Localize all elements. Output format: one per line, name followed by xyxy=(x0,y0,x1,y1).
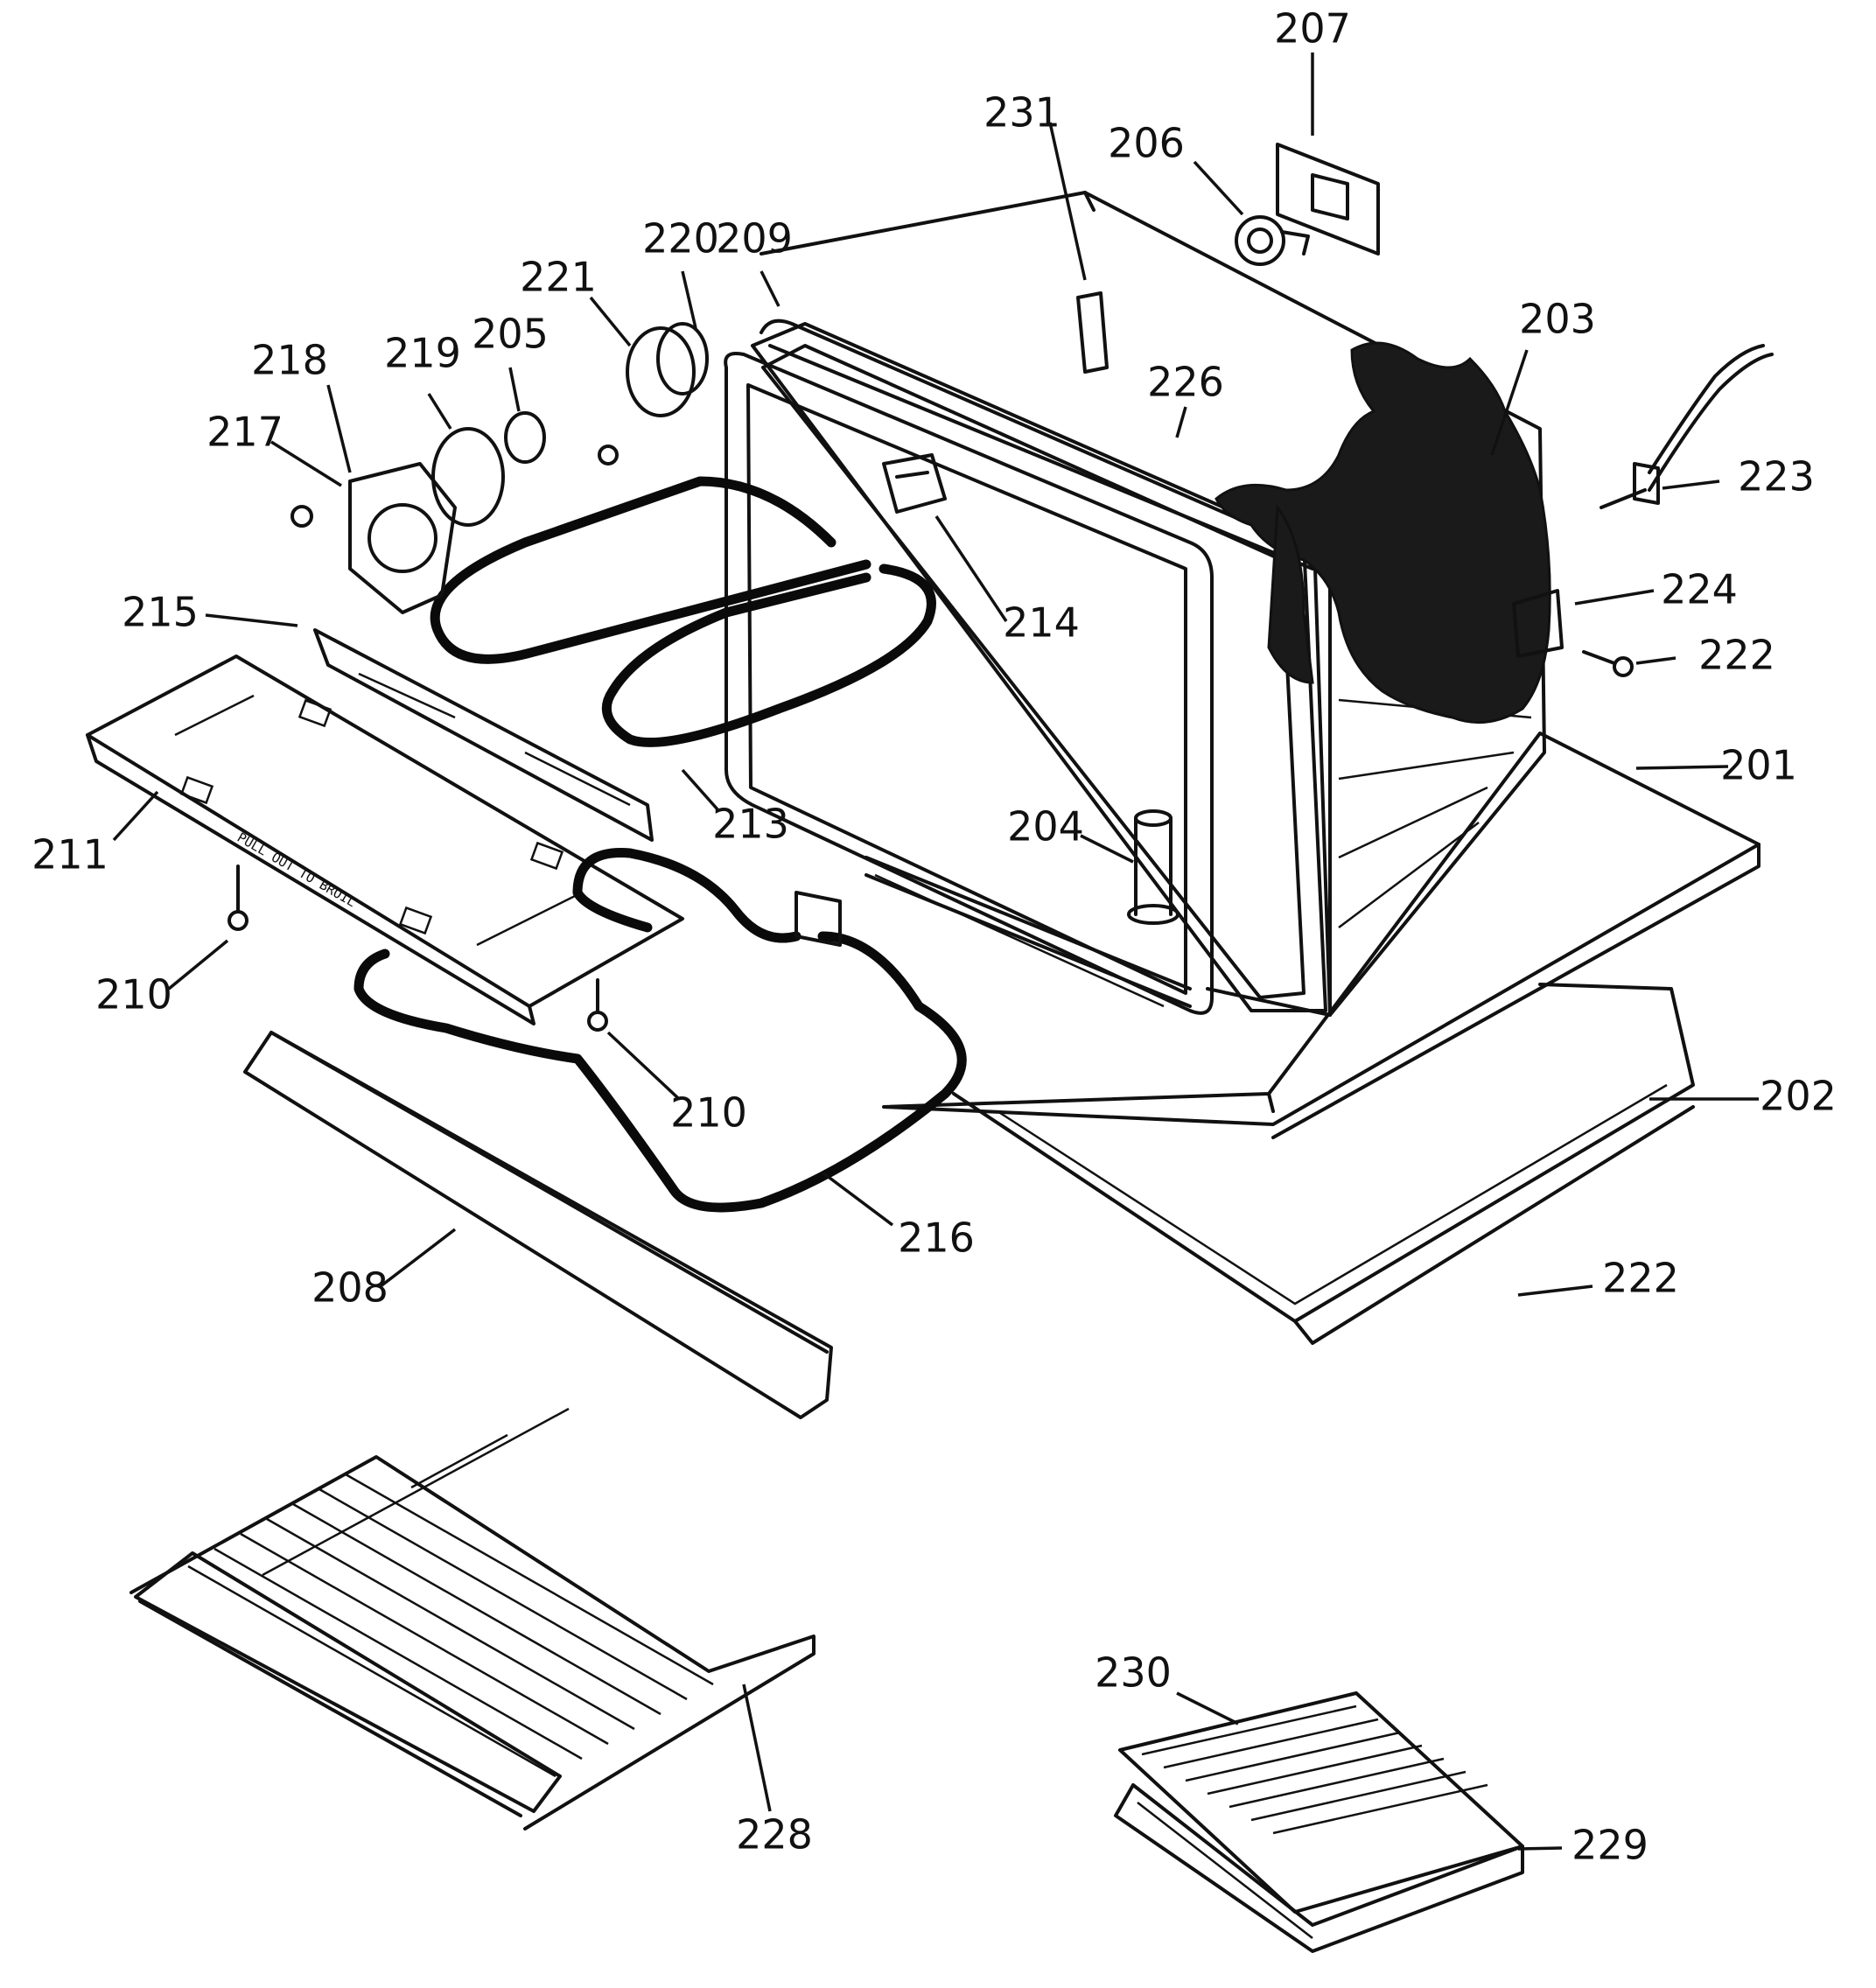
lens-219 xyxy=(431,427,505,527)
drawer-floor-202 xyxy=(952,983,1695,1345)
clip-224 xyxy=(1512,589,1564,658)
screw-217 xyxy=(290,505,313,528)
label-209: 209 xyxy=(716,215,793,262)
label-206: 206 xyxy=(1108,120,1185,167)
broiler-grid-230 xyxy=(1118,1691,1524,1914)
label-230: 230 xyxy=(1095,1649,1172,1697)
drawer-stamp: PULL OUT TO BROIL xyxy=(234,830,359,910)
label-231: 231 xyxy=(984,89,1060,136)
bottom-panel-201 xyxy=(882,732,1760,1139)
label-219: 219 xyxy=(384,330,461,377)
label-207: 207 xyxy=(1274,5,1351,52)
screw-221 xyxy=(598,444,619,466)
label-208: 208 xyxy=(312,1264,388,1312)
socket-220 xyxy=(626,322,709,417)
screw-222a xyxy=(1582,650,1634,677)
screw-210b xyxy=(587,978,608,1032)
leader-lines xyxy=(112,52,1759,1851)
terminal-block-214 xyxy=(882,453,947,514)
harness-223 xyxy=(1600,344,1774,509)
broil-element-216 xyxy=(354,848,967,1213)
drawer-panel-211: PULL OUT TO BROIL xyxy=(86,654,684,1026)
trim-215 xyxy=(313,628,654,842)
sensor-206 xyxy=(1235,215,1310,266)
label-205: 205 xyxy=(472,311,549,358)
label-221: 221 xyxy=(520,254,597,301)
bake-element-213 xyxy=(430,476,936,747)
label-204: 204 xyxy=(1007,803,1084,850)
label-203: 203 xyxy=(1519,296,1596,343)
label-210a: 210 xyxy=(95,971,172,1018)
label-220: 220 xyxy=(642,215,719,262)
label-222b: 222 xyxy=(1602,1255,1679,1302)
label-211: 211 xyxy=(32,831,108,878)
light-housing-218 xyxy=(348,462,457,614)
bulb-205 xyxy=(504,411,546,464)
label-217: 217 xyxy=(206,409,284,456)
bracket-207 xyxy=(1276,143,1380,256)
label-218: 218 xyxy=(251,337,328,384)
oven-rack-228 xyxy=(130,1407,816,1830)
oven-liner xyxy=(724,352,1214,1015)
label-202: 202 xyxy=(1760,1073,1837,1120)
post-204 xyxy=(1127,809,1180,925)
label-223: 223 xyxy=(1738,453,1815,500)
front-rail-208 xyxy=(243,1031,833,1419)
label-224: 224 xyxy=(1661,566,1738,613)
label-210b: 210 xyxy=(670,1089,747,1137)
broiler-pan-229 xyxy=(1114,1783,1524,1953)
label-213: 213 xyxy=(712,801,789,848)
label-229: 229 xyxy=(1572,1822,1648,1869)
label-216: 216 xyxy=(898,1214,975,1262)
label-222a: 222 xyxy=(1698,632,1775,679)
callout-labels: 207 231 206 220 209 221 203 218 219 205 … xyxy=(32,5,1837,1869)
label-201: 201 xyxy=(1720,742,1797,789)
label-228: 228 xyxy=(736,1811,813,1858)
label-226: 226 xyxy=(1147,359,1224,406)
label-215: 215 xyxy=(122,589,199,636)
screw-210a xyxy=(228,864,248,931)
bracket-231 xyxy=(1076,291,1109,374)
label-214: 214 xyxy=(1003,599,1080,647)
insulation-203 xyxy=(1214,341,1551,724)
